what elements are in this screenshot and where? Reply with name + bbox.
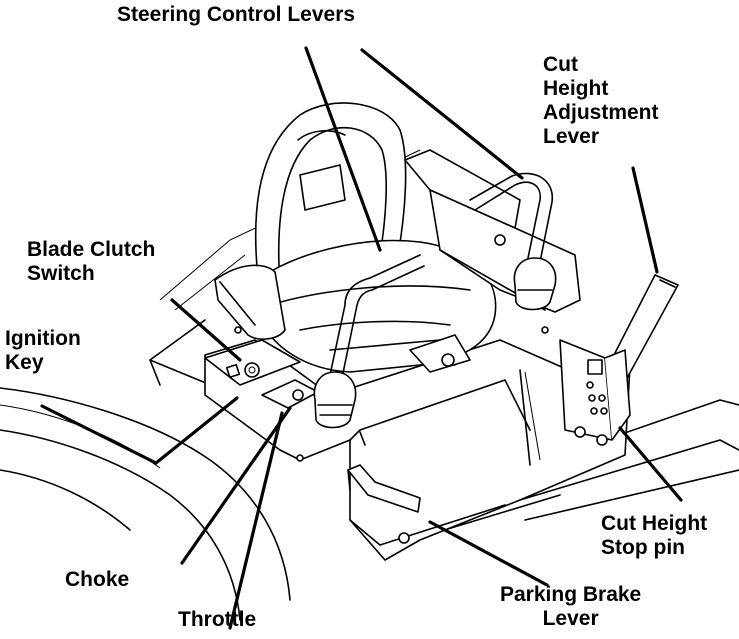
leader-steering-right <box>360 48 524 180</box>
seat <box>254 102 497 373</box>
leader-parking-brake <box>428 520 549 587</box>
cut-height-mechanism <box>559 274 679 446</box>
label-line: Switch <box>27 262 95 285</box>
label-line: Lever <box>542 607 599 630</box>
label-line: Adjustment <box>543 101 659 124</box>
label-cut-height-stop-pin: Cut Height Stop pin <box>601 512 707 560</box>
label-cut-height-adjustment-lever: Cut Height Adjustment Lever <box>543 53 659 149</box>
parking-brake-lever <box>347 464 421 544</box>
label-line: Blade Clutch <box>27 238 156 261</box>
label-blade-clutch-switch: Blade Clutch Switch <box>27 238 155 286</box>
leader-ignition <box>40 396 239 465</box>
label-line: Lever <box>543 125 600 148</box>
label-line: Ignition <box>5 327 81 350</box>
leader-steering-left <box>304 46 382 252</box>
leader-blade-clutch <box>170 298 242 362</box>
label-choke: Choke <box>65 568 130 591</box>
leader-choke <box>180 406 292 565</box>
label-line: Key <box>5 351 44 374</box>
left-armrest <box>214 264 286 340</box>
leader-lines <box>40 46 683 630</box>
label-line: Cut <box>543 53 578 76</box>
label-throttle: Throttle <box>178 608 257 631</box>
left-steering-lever <box>313 254 425 429</box>
right-steering-lever <box>469 172 557 311</box>
label-line: Cut Height <box>601 512 708 535</box>
label-line: Stop pin <box>601 536 685 559</box>
leader-stop-pin <box>618 426 683 502</box>
leader-throttle <box>228 411 284 630</box>
label-ignition-key: Ignition Key <box>5 327 81 375</box>
label-steering-control-levers: Steering Control Levers <box>117 3 356 26</box>
leader-cut-height-lever <box>631 166 659 274</box>
label-line: Height <box>543 77 609 100</box>
label-parking-brake-lever: Parking Brake Lever <box>500 583 641 631</box>
label-line: Parking Brake <box>500 583 642 606</box>
